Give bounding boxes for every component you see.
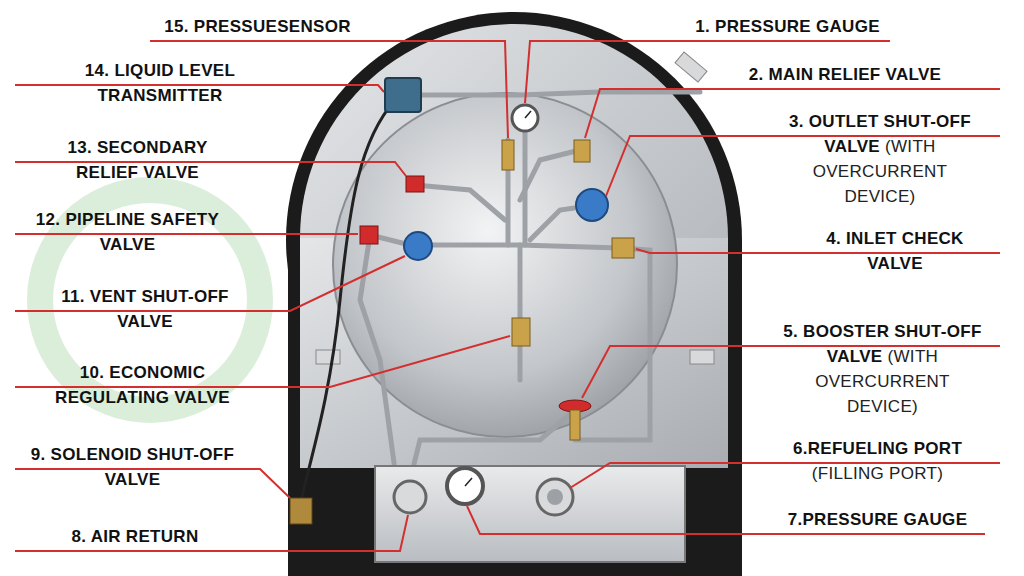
solenoid-valve — [290, 498, 312, 524]
pipe — [370, 235, 650, 440]
filling-port — [537, 479, 573, 515]
callout-label: 11. VENT SHUT-OFF VALVE — [55, 284, 235, 334]
bottom-panel — [375, 466, 685, 562]
pressure-sensor — [502, 140, 514, 170]
rim-bracket — [675, 52, 707, 82]
leader-lines — [15, 41, 1000, 551]
leader-line — [467, 506, 985, 534]
pipe — [518, 245, 523, 380]
inlet-check-valve — [612, 238, 634, 258]
callout-text: 10. ECONOMIC REGULATING VALVE — [55, 363, 230, 407]
pipework — [360, 92, 700, 480]
callout-text: 8. AIR RETURN — [71, 527, 198, 546]
callout-label: 3. OUTLET SHUT-OFF VALVE (WITH OVERCURRE… — [775, 109, 985, 209]
callout-text: 7.PRESSURE GAUGE — [788, 510, 968, 529]
callout-label: 2. MAIN RELIEF VALVE — [705, 62, 985, 87]
booster-valve-body — [570, 410, 580, 440]
callout-text: 15. PRESSUESENSOR — [164, 17, 351, 36]
callout-label: 4. INLET CHECK VALVE — [800, 226, 990, 276]
callout-label: 7.PRESSURE GAUGE — [775, 507, 980, 532]
pipeline-safety-valve — [360, 226, 378, 244]
callout-text: 9. SOLENOID SHUT-OFF VALVE — [31, 445, 234, 489]
leader-line — [15, 233, 358, 235]
gauge-needle — [525, 111, 531, 118]
callout-text: 14. LIQUID LEVEL TRANSMITTER — [85, 61, 235, 105]
callout-text: 2. MAIN RELIEF VALVE — [749, 65, 941, 84]
vent-valve-knob — [404, 232, 432, 260]
secondary-relief-valve — [406, 176, 424, 192]
callout-label: 12. PIPELINE SAFETY VALVE — [15, 207, 240, 257]
economic-regulating-valve — [512, 318, 530, 346]
callout-text: 5. BOOSTER SHUT-OFF VALVE — [783, 322, 981, 366]
callout-text: 11. VENT SHUT-OFF VALVE — [61, 287, 229, 331]
filling-port-core — [547, 489, 563, 505]
callout-text: 1. PRESSURE GAUGE — [695, 17, 880, 36]
leader-line — [636, 249, 1000, 253]
callout-text: 4. INLET CHECK VALVE — [826, 229, 963, 273]
level-transmitter — [385, 78, 421, 112]
callout-label: 13. SECONDARY RELIEF VALVE — [40, 135, 235, 185]
cabinet-shell — [286, 12, 742, 468]
pressure-gauge — [512, 105, 538, 131]
rim-bracket — [316, 350, 340, 364]
gauge-needle — [465, 478, 472, 486]
outlet-valve-knob — [576, 189, 608, 221]
pipe — [415, 185, 505, 220]
callout-label: 5. BOOSTER SHUT-OFF VALVE (WITH OVERCURR… — [780, 319, 985, 419]
callout-text: 3. OUTLET SHUT-OFF VALVE — [789, 112, 971, 156]
callout-label: 6.REFUELING PORT (FILLING PORT) — [775, 436, 980, 486]
sensor-cable — [300, 100, 395, 505]
callout-text: 12. PIPELINE SAFETY VALVE — [36, 210, 219, 254]
rim-bracket — [690, 350, 714, 364]
callout-note: (FILLING PORT) — [775, 461, 980, 486]
main-relief-valve — [574, 140, 590, 162]
pipe — [400, 92, 700, 95]
callout-text: 13. SECONDARY RELIEF VALVE — [67, 138, 207, 182]
callout-label: 15. PRESSUESENSOR — [150, 14, 365, 39]
air-return-port — [394, 481, 426, 513]
callout-label: 9. SOLENOID SHUT-OFF VALVE — [15, 442, 250, 492]
callout-text: 6.REFUELING PORT — [793, 439, 962, 458]
pipe — [520, 150, 580, 200]
callout-label: 8. AIR RETURN — [40, 524, 230, 549]
callout-label: 14. LIQUID LEVEL TRANSMITTER — [55, 58, 265, 108]
panel-gauge — [447, 468, 483, 504]
leader-line — [15, 162, 406, 176]
callout-label: 1. PRESSURE GAUGE — [680, 14, 895, 39]
leader-line — [15, 515, 408, 551]
callout-label: 10. ECONOMIC REGULATING VALVE — [35, 360, 250, 410]
